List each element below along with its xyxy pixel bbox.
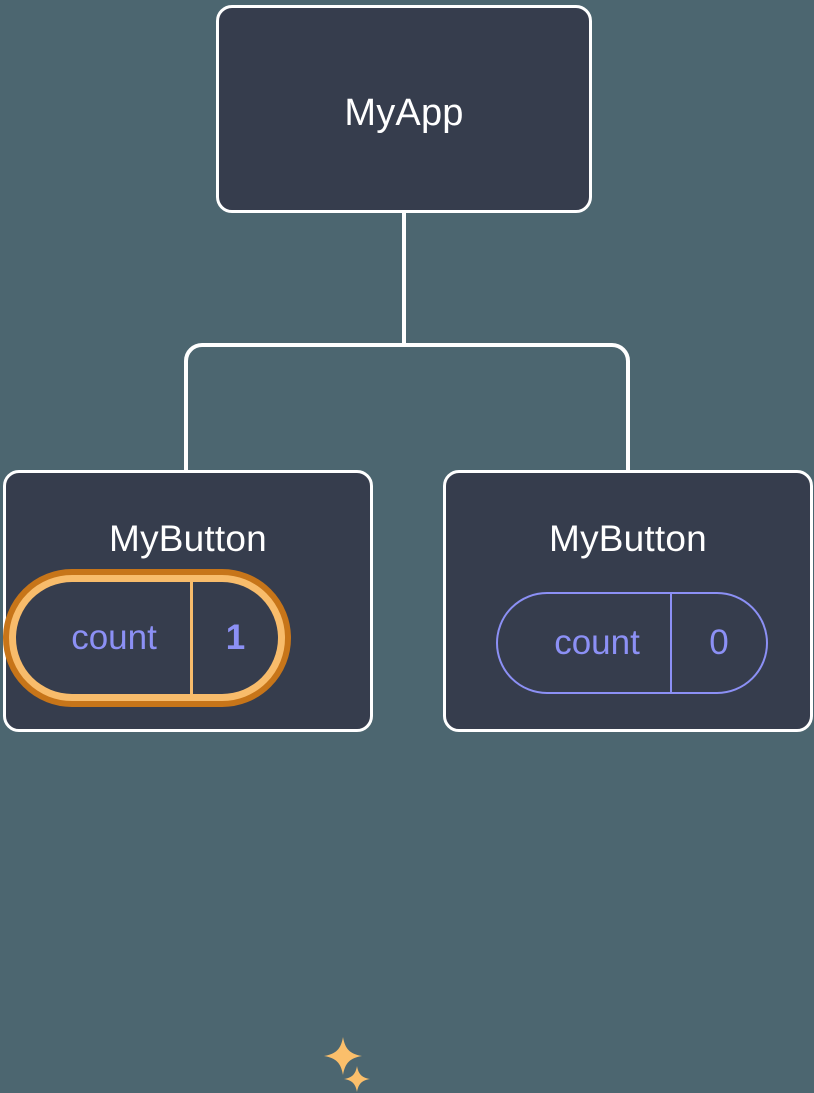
connector-branch-left (184, 343, 404, 472)
state-pill-count-left[interactable]: count 1 (3, 569, 291, 707)
state-key-count-left: count (16, 582, 193, 694)
node-card-myapp[interactable]: MyApp (216, 5, 592, 213)
node-title-myapp: MyApp (344, 92, 464, 134)
connector-branch-right (404, 343, 630, 472)
state-pill-count-right[interactable]: count 0 (496, 592, 768, 694)
node-card-mybutton-left[interactable]: MyButton count 1 (3, 470, 373, 1092)
node-title-mybutton-left: MyButton (109, 518, 267, 559)
state-value-count-left: 1 (225, 618, 246, 657)
component-tree-diagram: MyApp MyButton count 1 MyButton count 0 (3, 5, 813, 1092)
node-card-mybutton-right[interactable]: MyButton count 0 (443, 470, 813, 732)
sparkle-small-icon (344, 1066, 370, 1092)
state-pill-inner-left: count 1 (16, 582, 278, 694)
state-value-count-right: 0 (709, 623, 729, 662)
connector-tree (184, 212, 630, 472)
node-title-mybutton-right: MyButton (549, 518, 707, 559)
state-key-count-right: count (498, 594, 672, 692)
